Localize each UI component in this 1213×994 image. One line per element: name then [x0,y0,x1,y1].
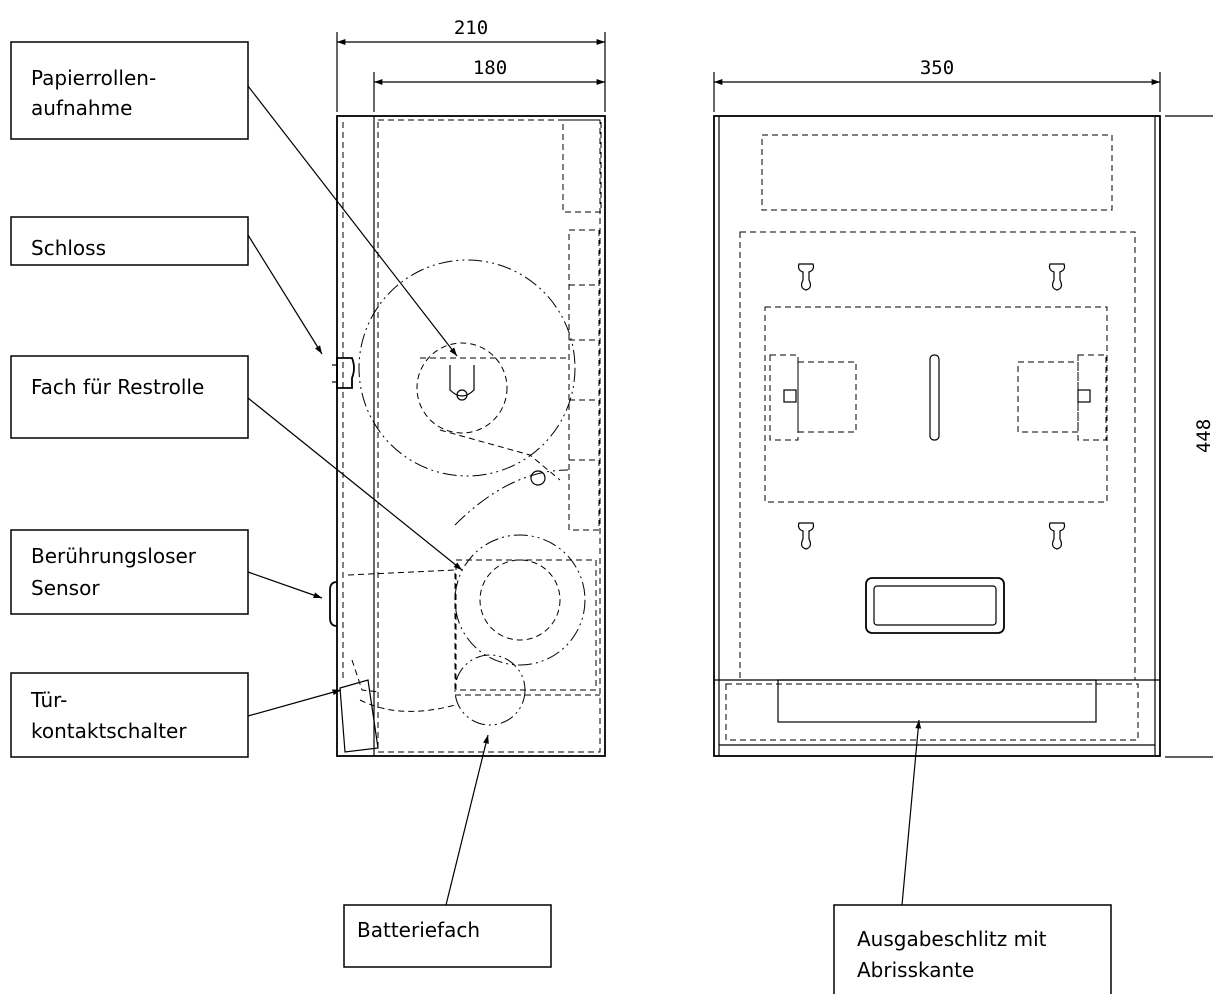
callout-door-switch: Tür- kontaktschalter [10,672,249,758]
callout-battery: Batteriefach [343,904,552,968]
callout-remainder-roll: Fach für Restrolle [10,355,249,439]
front-view [713,115,1161,757]
leader-remainder-roll [247,397,463,571]
callout-dispensing-slot-line2: Abrisskante [857,958,974,982]
dimension-448-label: 448 [1193,419,1213,453]
leader-lock [247,234,323,355]
callout-paper-roll-holder-line2: aufnahme [31,96,132,120]
leader-dispensing-slot [901,719,922,906]
leader-paper-roll-holder [247,85,458,357]
callout-sensor-line1: Berührungsloser [31,544,197,568]
dimension-210: 210 [336,17,606,112]
leader-battery [445,734,489,906]
dimension-350-label: 350 [920,57,954,79]
callout-paper-roll-holder-line1: Papierrollen- [31,66,156,90]
dimension-210-label: 210 [454,17,488,39]
callout-lock-label: Schloss [31,236,106,260]
dimension-180: 180 [373,57,605,112]
leader-door-switch [247,689,342,717]
dimension-180-label: 180 [473,57,507,79]
callout-door-switch-line2: kontaktschalter [31,719,187,743]
callout-sensor: Berührungsloser Sensor [10,529,249,615]
callout-door-switch-line1: Tür- [30,688,67,712]
callout-battery-label: Batteriefach [357,918,480,942]
callout-dispensing-slot: Ausgabeschlitz mit Abrisskante [833,904,1112,994]
leader-sensor [247,571,323,599]
side-view [329,115,606,757]
callout-remainder-roll-label: Fach für Restrolle [31,375,204,399]
dimension-448: 448 [1165,115,1213,758]
dimension-350: 350 [713,57,1161,112]
callout-sensor-line2: Sensor [31,576,100,600]
callout-lock: Schloss [10,216,249,266]
callout-paper-roll-holder: Papierrollen- aufnahme [10,41,249,140]
callout-dispensing-slot-line1: Ausgabeschlitz mit [857,927,1047,951]
